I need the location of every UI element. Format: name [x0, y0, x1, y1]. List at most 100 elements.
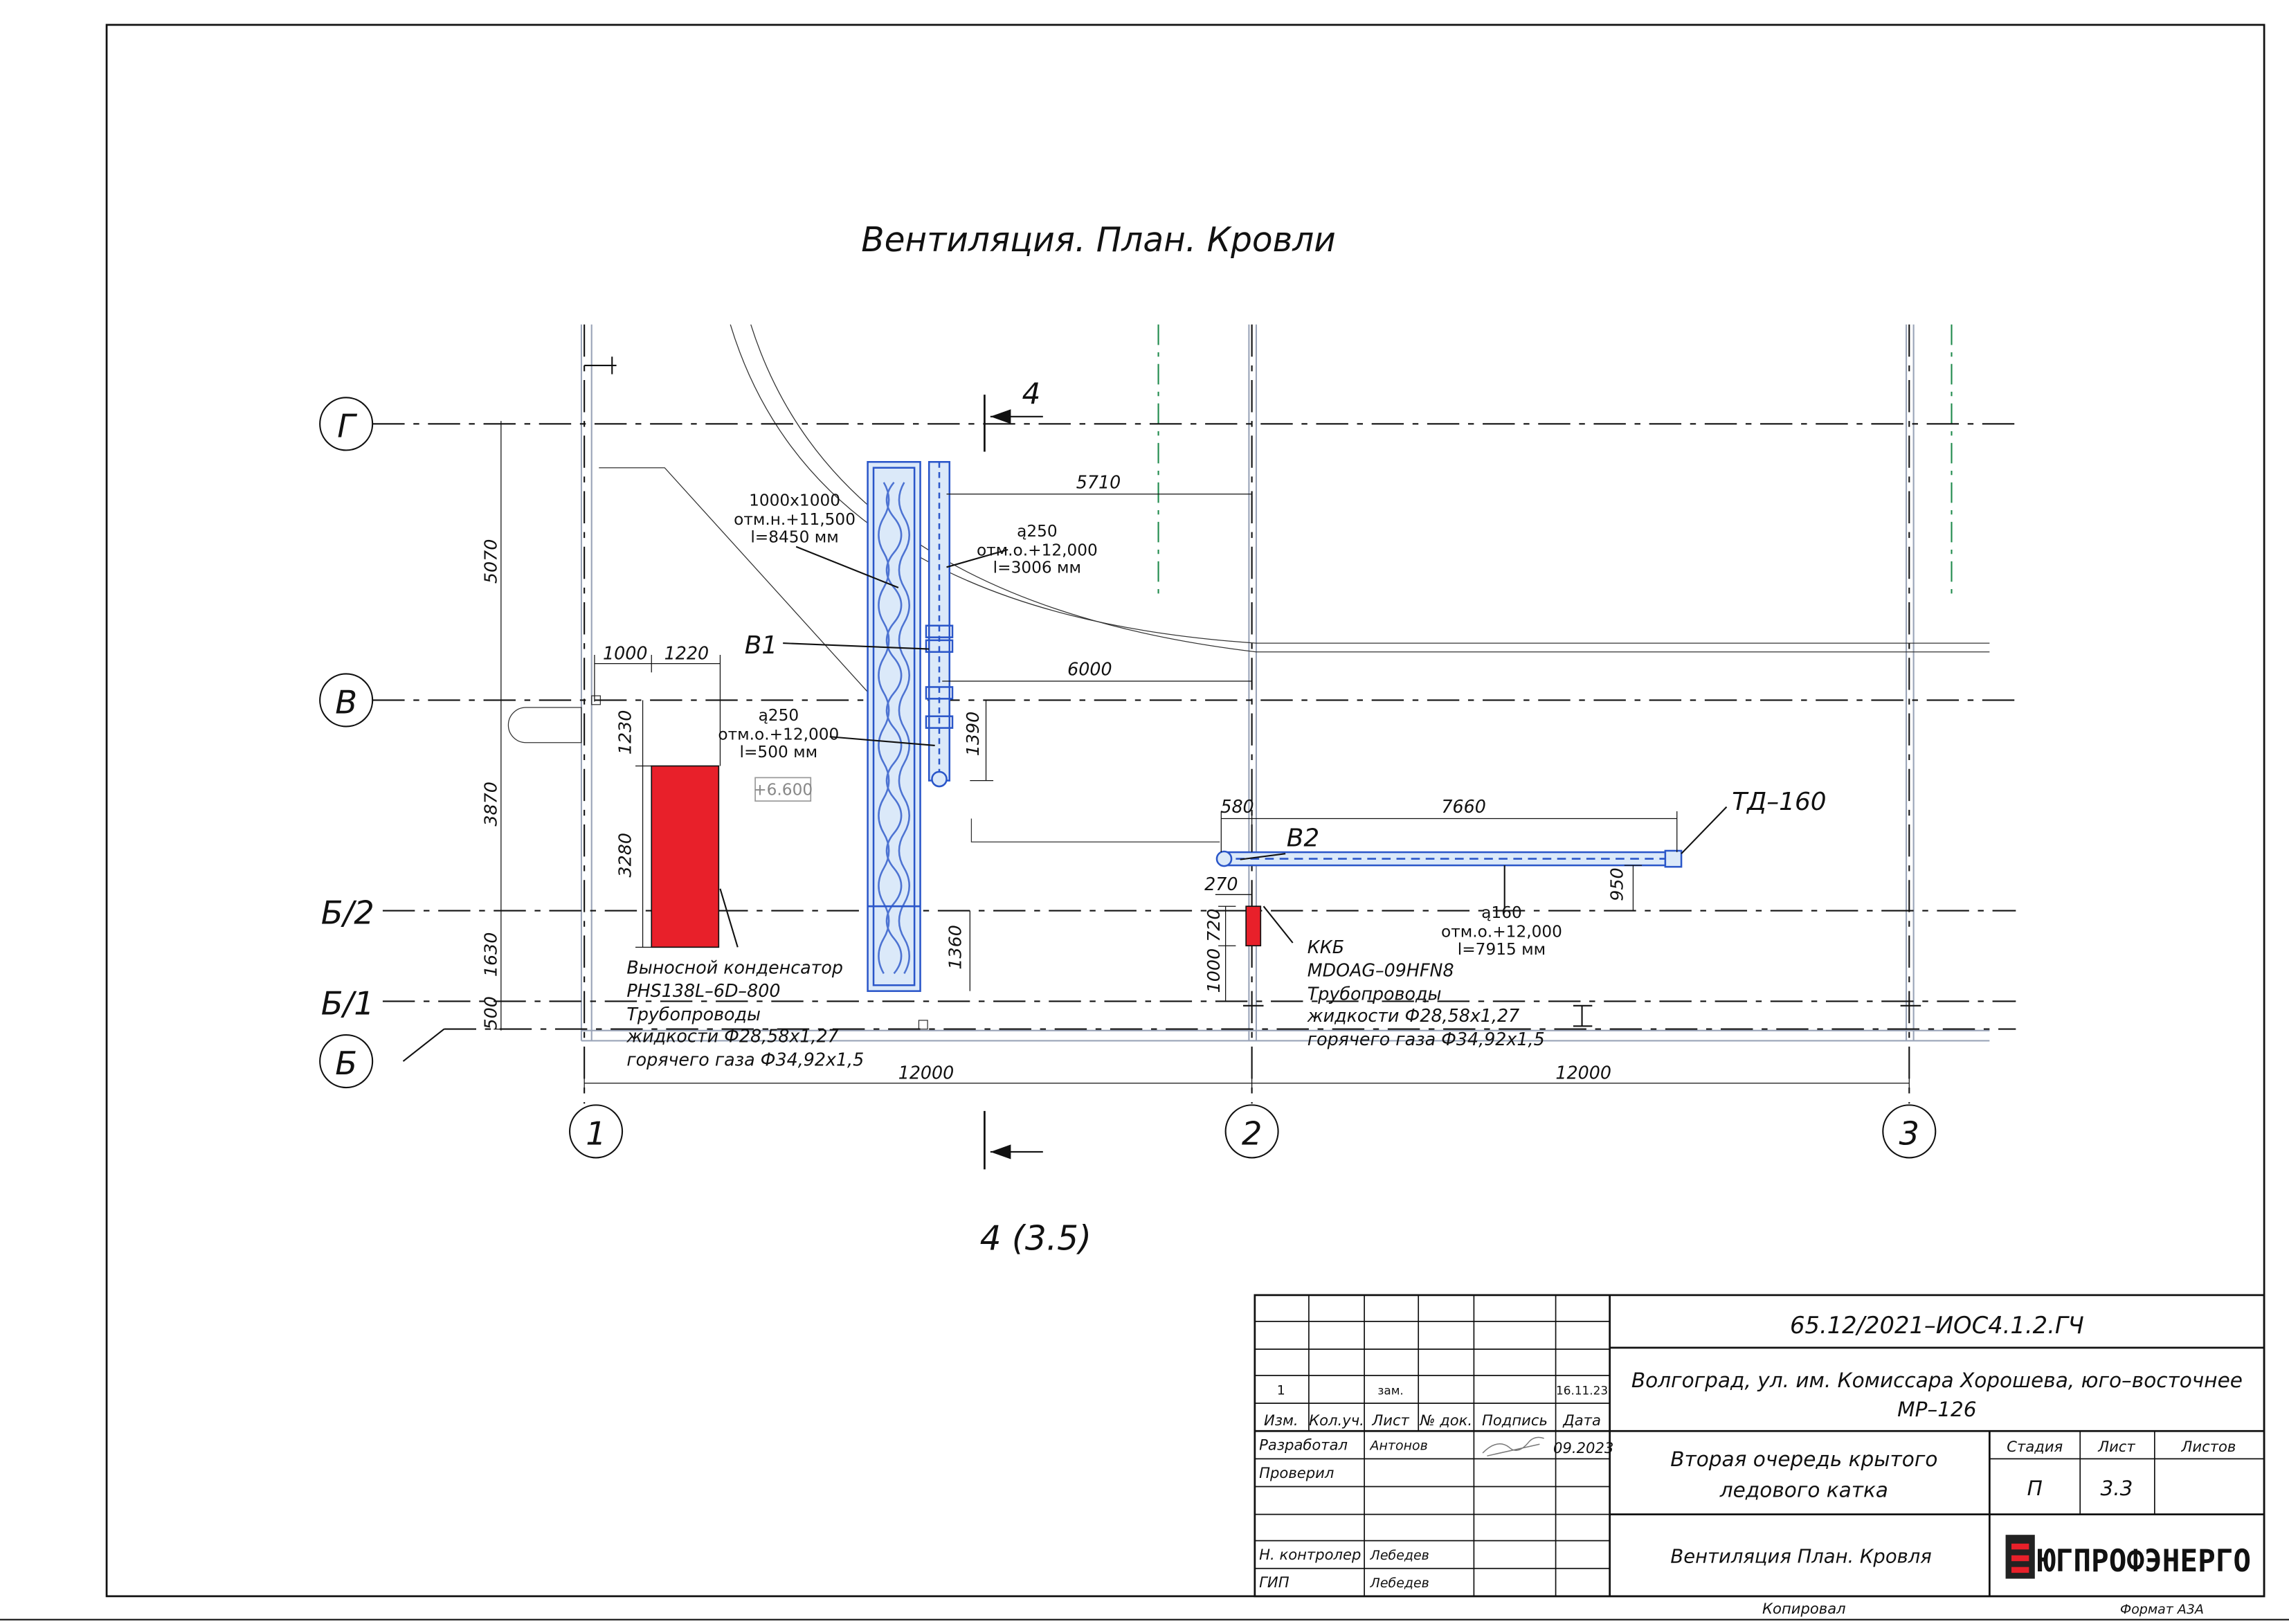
title-block — [1254, 1294, 2265, 1598]
axis-bubble-col-2: 2 — [1224, 1104, 1279, 1159]
document-code: 65.12/2021–ИОС4.1.2.ГЧ — [1790, 1312, 2084, 1339]
elevation-box — [754, 777, 812, 802]
pipe-b2-callout: ą160 отм.о.+12,000 l=7915 мм — [1441, 903, 1562, 959]
svg-text:l=8450 мм: l=8450 мм — [750, 527, 838, 546]
name-chief-engineer: Лебедев — [1370, 1576, 1429, 1591]
svg-text:l=3006 мм: l=3006 мм — [993, 559, 1081, 577]
dim-12000-left: 12000 — [898, 1062, 954, 1083]
dim-1220: 1220 — [664, 642, 709, 663]
revision-number: 1 — [1277, 1382, 1285, 1398]
role-checker: Проверил — [1259, 1464, 1334, 1481]
header-list: Лист — [1371, 1411, 1409, 1429]
svg-text:Трубопроводы: Трубопроводы — [1308, 983, 1442, 1004]
section-mark-top: 4 — [984, 377, 1043, 452]
kkb-unit — [1245, 905, 1262, 947]
svg-text:1000х1000: 1000х1000 — [749, 491, 840, 510]
dim-3870: 3870 — [480, 782, 501, 826]
column-axes — [583, 324, 1910, 1104]
remote-condenser — [651, 765, 720, 948]
svg-text:ЮГПРОФЭНЕРГО: ЮГПРОФЭНЕРГО — [2038, 1544, 2251, 1579]
header-kol-uch: Кол.уч. — [1309, 1411, 1364, 1429]
svg-text:PHS138L–6D–800: PHS138L–6D–800 — [626, 980, 780, 1001]
svg-text:Трубопроводы: Трубопроводы — [626, 1004, 761, 1025]
stage-header: Стадия — [2007, 1438, 2063, 1455]
duct-v1-vertical — [925, 461, 954, 788]
dim-5070: 5070 — [480, 539, 501, 584]
dim-580: 580 — [1220, 796, 1254, 817]
axis-bubble-row-g: Г — [319, 397, 374, 451]
header-date: Дата — [1562, 1411, 1601, 1429]
revision-date: 16.11.23 — [1556, 1383, 1608, 1397]
svg-text:жидкости Ф28,58х1,27: жидкости Ф28,58х1,27 — [626, 1026, 838, 1047]
svg-text:l=7915 мм: l=7915 мм — [1458, 940, 1546, 959]
dim-3280: 3280 — [615, 833, 635, 877]
svg-text:отм.о.+12,000: отм.о.+12,000 — [718, 725, 839, 743]
sheet-frame — [105, 24, 2265, 1598]
dimension-lines — [494, 421, 1910, 1091]
row-axes — [372, 423, 2016, 1062]
axis-label-row-b1: Б/1 — [321, 984, 374, 1022]
stage-value: П — [2027, 1477, 2043, 1500]
company-logo: ЮГПРОФЭНЕРГО — [2005, 1535, 2251, 1579]
role-chief-engineer: ГИП — [1259, 1573, 1290, 1591]
sheets-header: Листов — [2181, 1438, 2236, 1455]
svg-text:Выносной конденсатор: Выносной конденсатор — [626, 957, 843, 977]
header-doc-no: № док. — [1419, 1411, 1472, 1429]
svg-text:горячего газа Ф34,92х1,5: горячего газа Ф34,92х1,5 — [1308, 1029, 1545, 1049]
format-label: Формат А3А — [2120, 1602, 2204, 1617]
svg-text:отм.н.+11,500: отм.н.+11,500 — [734, 510, 856, 529]
svg-text:жидкости Ф28,58х1,27: жидкости Ф28,58х1,27 — [1307, 1005, 1519, 1026]
axis-bubble-row-b: Б — [319, 1034, 374, 1089]
condenser-callout: Выносной конденсатор PHS138L–6D–800 Труб… — [626, 957, 864, 1070]
svg-text:Б: Б — [335, 1045, 357, 1082]
elevation-mark: +6.600 — [753, 781, 813, 800]
dim-270: 270 — [1204, 874, 1238, 894]
dim-720: 720 — [1203, 908, 1224, 941]
role-developer: Разработал — [1259, 1436, 1348, 1454]
svg-text:В: В — [335, 683, 357, 721]
duct-v2-horizontal — [1215, 849, 1683, 868]
system-v1-label: В1 — [745, 631, 777, 660]
svg-text:ККБ: ККБ — [1308, 937, 1344, 957]
dim-7660: 7660 — [1441, 796, 1485, 817]
name-norm-control: Лебедев — [1370, 1548, 1429, 1563]
svg-text:l=500 мм: l=500 мм — [740, 743, 818, 761]
shaft-callout: 1000х1000 отм.н.+11,500 l=8450 мм — [734, 491, 856, 547]
header-signature: Подпись — [1482, 1411, 1548, 1429]
signature-mark — [1482, 1436, 1544, 1456]
damper-td160-label: ТД–160 — [1732, 788, 1826, 816]
role-norm-control: Н. контролер — [1259, 1546, 1361, 1563]
revision-type: зам. — [1377, 1383, 1403, 1397]
dim-12000-right: 12000 — [1555, 1062, 1611, 1083]
pipe-mid-callout: ą250 отм.о.+12,000 l=500 мм — [718, 706, 839, 761]
svg-text:Г: Г — [337, 407, 357, 444]
svg-text:отм.о.+12,000: отм.о.+12,000 — [977, 541, 1098, 559]
kkb-callout: ККБ MDOAG–09HFN8 Трубопроводы жидкости Ф… — [1307, 937, 1545, 1049]
green-axis-lines — [1157, 324, 1953, 599]
drawing-title: Вентиляция. План. Кровли — [861, 221, 1336, 260]
address-line-2: МР–126 — [1897, 1398, 1976, 1421]
svg-text:ą160: ą160 — [1481, 903, 1522, 922]
object-name-line-2: ледового катка — [1719, 1478, 1888, 1501]
dim-1000: 1000 — [603, 642, 647, 663]
header-izm: Изм. — [1264, 1411, 1299, 1429]
svg-text:MDOAG–09HFN8: MDOAG–09HFN8 — [1308, 960, 1454, 981]
dim-1000-kkb: 1000 — [1203, 948, 1224, 993]
svg-text:3: 3 — [1899, 1115, 1920, 1152]
svg-text:4: 4 — [1022, 377, 1041, 410]
svg-text:2: 2 — [1242, 1115, 1263, 1152]
address-line-1: Волгоград, ул. им. Комиссара Хорошева, ю… — [1631, 1369, 2243, 1392]
dim-1360: 1360 — [945, 925, 966, 969]
sheet-value: 3.3 — [2100, 1477, 2133, 1500]
axis-bubble-row-v: В — [319, 673, 374, 728]
svg-text:1: 1 — [586, 1115, 606, 1152]
dim-1230: 1230 — [615, 710, 635, 755]
svg-text:ą250: ą250 — [759, 706, 799, 725]
axis-label-row-b2: Б/2 — [321, 894, 374, 932]
svg-text:ą250: ą250 — [1017, 522, 1058, 541]
leader-lines — [719, 545, 1728, 948]
dim-500: 500 — [480, 996, 501, 1029]
dim-1390: 1390 — [962, 712, 983, 756]
axis-bubble-col-3: 3 — [1882, 1104, 1937, 1159]
